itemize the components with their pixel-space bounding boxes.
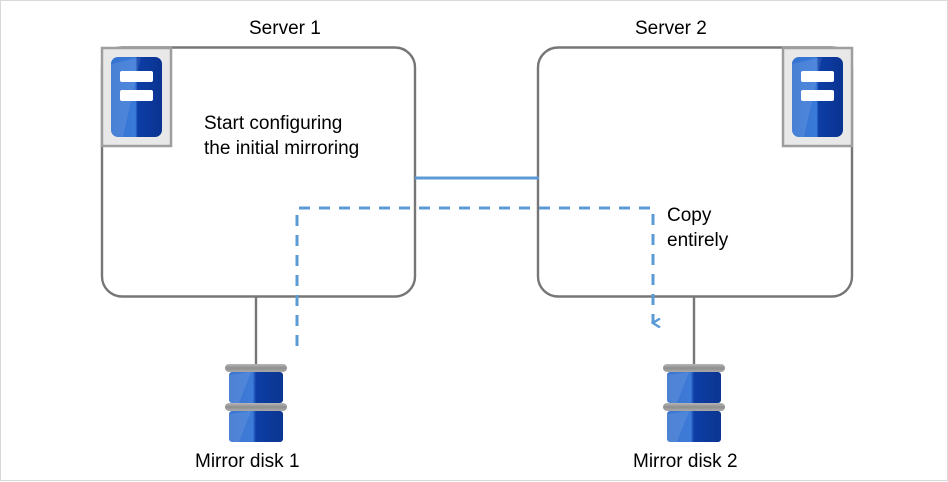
server-1-body-line-2: the initial mirroring <box>204 138 360 159</box>
copy-entirely-line-1: Copy <box>667 205 712 226</box>
server-2-icon <box>781 46 854 148</box>
copy-entirely-line-2: entirely <box>667 230 729 251</box>
server-1-icon <box>100 46 173 148</box>
copy-flow-connector <box>295 206 653 346</box>
server-1-box <box>100 46 417 298</box>
server-2-title: Server 2 <box>635 18 707 39</box>
server-1-body-line-1: Start configuring <box>204 113 343 134</box>
mirror-disk-2-icon <box>663 364 725 442</box>
mirror-disk-2-label: Mirror disk 2 <box>633 451 738 472</box>
server-1-title: Server 1 <box>249 18 321 39</box>
mirror-disk-1-label: Mirror disk 1 <box>195 451 300 472</box>
mirror-disk-1-icon <box>225 364 287 442</box>
server-2-box <box>536 46 854 298</box>
